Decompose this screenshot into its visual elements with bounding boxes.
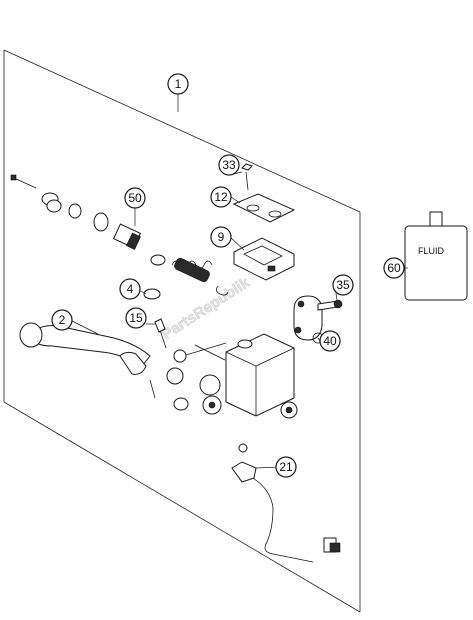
callout-12: 12 [210, 186, 232, 208]
callout-60: 60 [383, 257, 405, 279]
callout-33-label: 33 [222, 158, 236, 172]
callout-15-label: 15 [129, 311, 143, 325]
reservoir-cover-parts [232, 163, 296, 281]
callout-35-label: 35 [336, 278, 350, 292]
callout-21-label: 21 [279, 460, 293, 474]
callout-9-label: 9 [218, 230, 225, 244]
callout-40: 40 [319, 330, 341, 352]
leader-lines [71, 94, 408, 469]
brake-fluid-bottle: FLUID [404, 211, 468, 301]
brake-light-switch [231, 443, 341, 563]
callout-50-label: 50 [128, 191, 142, 205]
callout-2: 2 [51, 309, 73, 331]
callout-2-label: 2 [59, 313, 66, 327]
callout-1-label: 1 [175, 77, 182, 91]
callout-1: 1 [167, 73, 189, 95]
callout-15: 15 [125, 307, 147, 329]
callout-50: 50 [124, 187, 146, 209]
piston-kit-parts [10, 174, 242, 300]
handlebar-clamp-parts [293, 295, 343, 344]
callout-9: 9 [210, 226, 232, 248]
master-cylinder-body [185, 333, 298, 419]
hand-lever [19, 318, 189, 411]
callout-12-label: 12 [214, 190, 228, 204]
callout-35: 35 [332, 274, 354, 296]
callout-60-label: 60 [387, 261, 401, 275]
callout-40-label: 40 [323, 334, 337, 348]
watermark: PartsRepublik [159, 274, 253, 344]
fluid-label: FLUID [418, 246, 445, 256]
callout-33: 33 [218, 154, 240, 176]
callout-4: 4 [119, 278, 141, 300]
assembly-frame [3, 49, 361, 613]
callout-21: 21 [275, 456, 297, 478]
callout-4-label: 4 [127, 282, 134, 296]
